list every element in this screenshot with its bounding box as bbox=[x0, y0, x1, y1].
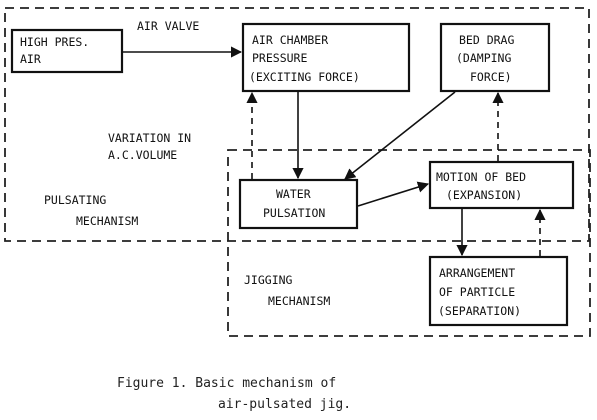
high-pres-air-node: HIGH PRES. AIR bbox=[10, 28, 124, 74]
arrangement-line-1: ARRANGEMENT bbox=[439, 266, 515, 280]
air-chamber-line-2: PRESSURE bbox=[252, 51, 307, 65]
water-pulsation-line-1: WATER bbox=[276, 187, 311, 201]
arrow-beddrag-to-water bbox=[344, 91, 456, 180]
bed-drag-node: BED DRAG (DAMPING FORCE) bbox=[439, 22, 551, 93]
pulsating-mechanism-region bbox=[4, 7, 590, 242]
high-pres-air-line-2: AIR bbox=[20, 52, 41, 66]
air-chamber-line-3: (EXCITING FORCE) bbox=[249, 70, 360, 84]
variation-label-line-1: VARIATION IN bbox=[108, 131, 191, 145]
bed-drag-line-3: FORCE) bbox=[470, 70, 512, 84]
water-pulsation-node: WATER PULSATION bbox=[238, 178, 359, 230]
arrow-water-to-motion bbox=[357, 181, 430, 207]
jigging-mechanism-region bbox=[227, 149, 591, 337]
jigging-label-line-2: MECHANISM bbox=[268, 294, 330, 308]
pulsating-label-line-2: MECHANISM bbox=[76, 214, 138, 228]
figure-caption-line-1: Figure 1. Basic mechanism of bbox=[117, 376, 336, 391]
arrangement-line-3: (SEPARATION) bbox=[438, 304, 521, 318]
high-pres-air-line-1: HIGH PRES. bbox=[20, 35, 89, 49]
figure-caption-line-2: air-pulsated jig. bbox=[218, 397, 351, 412]
motion-of-bed-node: MOTION OF BED (EXPANSION) bbox=[428, 160, 575, 210]
bed-drag-line-1: BED DRAG bbox=[459, 33, 514, 47]
arrangement-line-2: OF PARTICLE bbox=[439, 285, 515, 299]
jigging-label-line-1: JIGGING bbox=[244, 273, 293, 287]
bed-drag-line-2: (DAMPING bbox=[456, 51, 511, 65]
motion-of-bed-line-2: (EXPANSION) bbox=[446, 188, 522, 202]
arrangement-of-particle-node: ARRANGEMENT OF PARTICLE (SEPARATION) bbox=[428, 255, 569, 327]
pulsating-label-line-1: PULSATING bbox=[44, 193, 106, 207]
motion-of-bed-line-1: MOTION OF BED bbox=[436, 170, 526, 184]
water-pulsation-line-2: PULSATION bbox=[263, 206, 325, 220]
air-chamber-line-1: AIR CHAMBER bbox=[252, 33, 328, 47]
air-chamber-pressure-node: AIR CHAMBER PRESSURE (EXCITING FORCE) bbox=[241, 22, 411, 93]
variation-label-line-2: A.C.VOLUME bbox=[108, 148, 177, 162]
air-valve-label: AIR VALVE bbox=[137, 19, 199, 33]
